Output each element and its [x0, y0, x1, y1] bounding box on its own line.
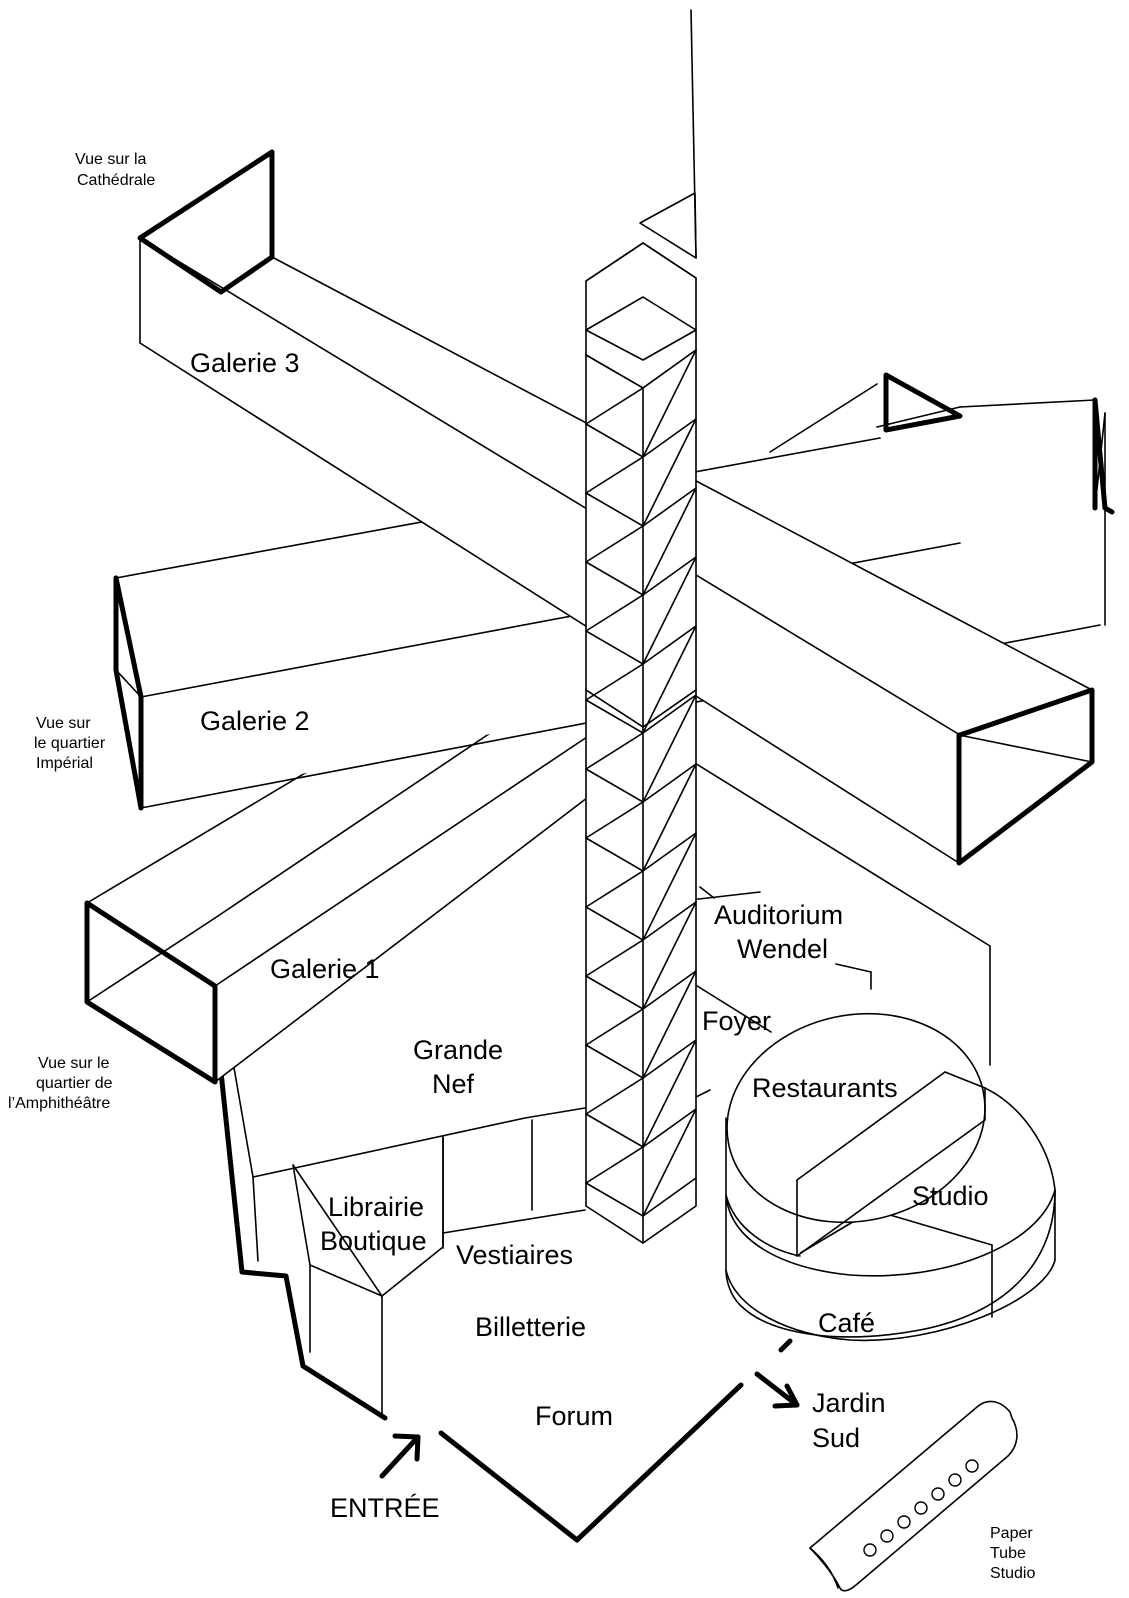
paper-tube-studio	[809, 1400, 1018, 1592]
tube-hole	[965, 1459, 979, 1473]
label-auditorium-wendel: Auditorium Wendel	[714, 900, 851, 964]
label-grande-nef: Grande Nef	[413, 1035, 511, 1099]
tube-hole	[914, 1501, 928, 1515]
label-entree: ENTRÉE	[330, 1493, 440, 1523]
jardin-sud-arrow-icon	[754, 1371, 800, 1409]
label-foyer: Foyer	[702, 1006, 771, 1036]
tube-hole	[897, 1515, 911, 1529]
label-galerie-1: Galerie 1	[270, 954, 380, 984]
label-galerie-3: Galerie 3	[190, 348, 300, 378]
label-vue-imperial: Vue sur le quartier Impérial	[34, 715, 110, 772]
tube-hole	[931, 1487, 945, 1501]
paper-tube-holes	[863, 1459, 979, 1557]
central-spire	[585, 9, 697, 1244]
restaurants-cylinder	[725, 1012, 986, 1257]
label-vue-cathedrale: Vue sur la Cathédrale	[75, 151, 155, 189]
label-vue-amphitheatre: Vue sur le quartier de l’Amphithéâtre	[8, 1055, 117, 1112]
label-paper-tube-studio: Paper Tube Studio	[990, 1525, 1037, 1582]
label-jardin-sud: Jardin Sud	[812, 1388, 893, 1453]
galerie-1-tube	[84, 667, 601, 1085]
label-restaurants: Restaurants	[752, 1073, 898, 1103]
tube-hole	[948, 1473, 962, 1487]
label-vestiaires: Vestiaires	[456, 1240, 573, 1270]
entree-arrow-icon	[379, 1433, 421, 1479]
label-librairie-boutique: Librairie Boutique	[320, 1192, 432, 1256]
tube-hole	[863, 1543, 877, 1557]
labels: Vue sur la Cathédrale Galerie 3 Galerie …	[8, 151, 1037, 1582]
label-billetterie: Billetterie	[475, 1312, 586, 1342]
label-studio: Studio	[912, 1181, 989, 1211]
label-forum: Forum	[535, 1401, 613, 1431]
entrance-path	[438, 1338, 793, 1543]
label-cafe: Café	[818, 1308, 875, 1338]
label-galerie-2: Galerie 2	[200, 706, 310, 736]
tube-hole	[880, 1529, 894, 1543]
